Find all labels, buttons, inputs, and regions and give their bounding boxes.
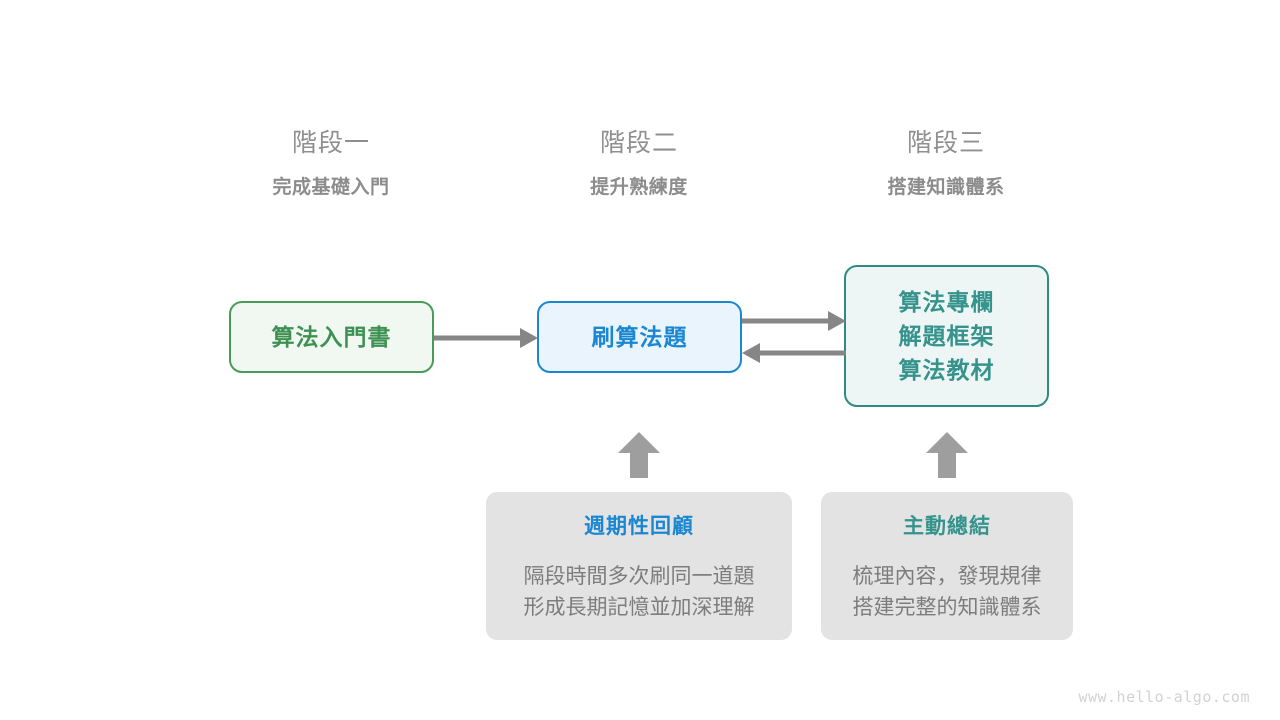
arrow-resources-to-practice (742, 343, 846, 363)
note-body-line-1: 梳理內容，發現規律 (852, 565, 1042, 588)
stage-title: 階段二 (599, 129, 678, 157)
stage-subtitle: 完成基礎入門 (272, 177, 390, 198)
arrow-note-review-up (618, 432, 660, 478)
note-periodic-review[interactable]: 週期性回顧 隔段時間多次刷同一道題 形成長期記憶並加深理解 (486, 492, 792, 640)
note-body-line-2: 形成長期記憶並加深理解 (523, 596, 755, 619)
arrow-note-summary-up (926, 432, 968, 478)
node-label-line-3: 算法教材 (898, 357, 995, 383)
note-body: 梳理內容，發現規律 搭建完整的知識體系 (853, 561, 1042, 623)
stage-column-2: 階段二 提升熟練度 (509, 129, 769, 198)
node-intro-book[interactable]: 算法入門書 (229, 301, 434, 373)
node-label-line-2: 解題框架 (898, 323, 995, 349)
node-label: 算法入門書 (271, 324, 392, 350)
note-body-line-2: 搭建完整的知識體系 (852, 596, 1042, 619)
note-title: 主動總結 (903, 515, 991, 538)
note-title: 週期性回顧 (584, 515, 694, 538)
arrow-book-to-practice (434, 328, 538, 348)
arrow-practice-to-resources (742, 311, 846, 331)
note-body: 隔段時間多次刷同一道題 形成長期記憶並加深理解 (524, 561, 755, 623)
note-active-summary[interactable]: 主動總結 梳理內容，發現規律 搭建完整的知識體系 (821, 492, 1073, 640)
stage-column-3: 階段三 搭建知識體系 (816, 129, 1076, 198)
node-label-line-1: 算法專欄 (898, 289, 995, 315)
stage-subtitle: 提升熟練度 (590, 177, 688, 198)
node-label: 刷算法題 (591, 324, 688, 350)
stage-subtitle: 搭建知識體系 (887, 177, 1005, 198)
stage-column-1: 階段一 完成基礎入門 (201, 129, 461, 198)
node-resources[interactable]: 算法專欄 解題框架 算法教材 (844, 265, 1049, 407)
stage-title: 階段三 (906, 129, 985, 157)
watermark: www.hello-algo.com (1078, 688, 1250, 706)
stage-title: 階段一 (291, 129, 370, 157)
note-body-line-1: 隔段時間多次刷同一道題 (523, 565, 755, 588)
node-practice-problems[interactable]: 刷算法題 (537, 301, 742, 373)
